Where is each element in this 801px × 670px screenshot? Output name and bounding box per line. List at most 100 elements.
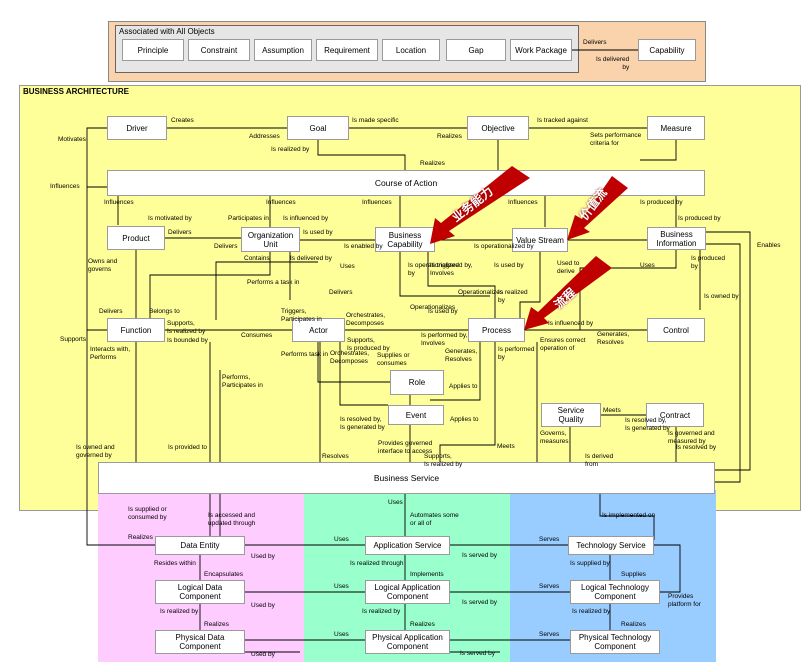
relation-label: Serves (539, 536, 560, 543)
relation-label: Realizes (420, 160, 445, 167)
relation-label: Orchestrates, Decomposes (330, 350, 370, 365)
relation-label: Automates some or all of (410, 512, 459, 527)
relation-label: Addresses (249, 133, 280, 140)
relation-label: Meets (497, 443, 515, 450)
relation-label: Is resolved by, Is generated by (625, 417, 670, 432)
actor-box: Actor (292, 318, 345, 342)
relation-label: Performs a task in (247, 279, 300, 286)
objective-box: Objective (467, 116, 529, 140)
requirement-box: Requirement (316, 39, 378, 61)
business-capability-box: Business Capability (375, 227, 435, 252)
relation-label: Is performed by (498, 346, 535, 361)
bizcap-arrow (430, 166, 530, 244)
application-service-box: Application Service (365, 536, 450, 555)
relation-label: Encapsulates (204, 571, 244, 578)
relation-label: Is owned and governed by (76, 444, 115, 459)
relation-label: Realizes (621, 621, 646, 628)
relation-label: Serves (539, 631, 560, 638)
relation-label: Performs task in (281, 351, 328, 358)
relation-label: Is bounded by (167, 337, 208, 344)
relation-label: Contains (244, 255, 270, 262)
relation-label: Operationalizes (410, 304, 456, 311)
relation-label: Creates (171, 117, 194, 124)
relation-label: Delivers (214, 243, 238, 250)
relation-label: Applies to (449, 383, 478, 390)
relation-label: Is operationalized by (474, 243, 534, 250)
relation-label: Influences (508, 199, 538, 206)
logical-technology-component-box: Logical Technology Component (570, 580, 660, 604)
relation-label: Is served by (462, 552, 498, 559)
relation-label: Uses (340, 263, 355, 270)
relation-label: Uses (388, 499, 403, 506)
relation-label: Uses (334, 631, 349, 638)
relation-label: Delivers (99, 308, 123, 315)
relation-label: Uses (640, 262, 655, 269)
business-service-box: Business Service (98, 462, 715, 494)
relation-label: Is produced by (691, 255, 725, 270)
logical-data-component-box: Logical Data Component (155, 580, 245, 604)
relation-label: Delivers (168, 229, 192, 236)
role-box: Role (390, 370, 444, 395)
relation-label: Generates, Resolves (445, 348, 478, 363)
relation-label: Is triggered by, Involves (430, 262, 473, 277)
relation-label: Orchestrates, Decomposes (346, 312, 386, 327)
relation-label: Performs, Participates in (222, 374, 263, 389)
relation-label: Supports, Is realized by (167, 320, 206, 335)
relation-label: Is used by (428, 308, 458, 315)
relation-label: Is tracked against (537, 117, 588, 124)
relation-label: Is derived from (585, 453, 614, 468)
relation-label: Is served by (462, 599, 498, 606)
relation-label: Governs, measures (540, 430, 569, 445)
location-box: Location (382, 39, 440, 61)
driver-box: Driver (107, 116, 167, 140)
relation-label: Is realized by (271, 146, 310, 153)
relation-label: Is supplied by (570, 560, 610, 567)
relation-label: Is provided to (168, 444, 208, 451)
relation-label: Realizes (437, 133, 462, 140)
relation-label: Is resolved by (676, 444, 717, 451)
data-entity-box: Data Entity (155, 536, 245, 555)
relation-label: Is enabled by (344, 243, 383, 250)
relation-label: Resolves (322, 453, 349, 460)
organization-unit-box: Organization Unit (241, 227, 300, 252)
is-delivered-by-label: Is delivered by (596, 56, 630, 71)
relation-label: Consumes (241, 332, 273, 339)
delivers-label: Delivers (583, 39, 607, 46)
relation-label: Motivates (58, 136, 86, 143)
relation-label: Provides governed interface to access (378, 440, 433, 455)
process-arrow (524, 256, 612, 330)
service-quality-box: Service Quality (541, 403, 601, 427)
relation-label: Is realized through (350, 560, 404, 567)
relation-label: Is accessed and updated through (208, 512, 256, 527)
relation-label: Supports, Is realized by (424, 453, 463, 468)
relation-label: Uses (334, 583, 349, 590)
relation-label: Used by (251, 651, 275, 658)
function-box: Function (107, 318, 165, 342)
relation-label: Used to derive (557, 260, 580, 275)
assumption-box: Assumption (254, 39, 312, 61)
relation-label: Meets (603, 407, 621, 414)
relation-label: Supplies or consumes (377, 352, 410, 367)
relation-label: Resides within (154, 560, 196, 567)
physical-application-component-box: Physical Application Component (365, 630, 450, 654)
valuestream-arrow (567, 176, 628, 240)
process-box: Process (468, 318, 525, 342)
relation-label: Is governed and measured by (668, 430, 715, 445)
principle-box: Principle (122, 39, 184, 61)
relation-label: Is supplied or consumed by (128, 506, 167, 521)
relation-label: Supports, Is produced by (347, 337, 390, 352)
relation-label: Is produced by (640, 199, 683, 206)
logical-application-component-box: Logical Application Component (365, 580, 450, 604)
relation-label: Is realized by (160, 608, 199, 615)
relation-label: Operationalizes (458, 289, 504, 296)
relation-label: Is performed by, Involves (421, 332, 468, 347)
event-box: Event (388, 405, 444, 425)
relation-label: Is implemented on (602, 512, 656, 519)
relation-label: Used by (251, 602, 275, 609)
relation-label: Is influenced by (548, 320, 594, 327)
relation-label: Is used by (494, 262, 524, 269)
relation-label: Triggers, Participates in (281, 308, 322, 323)
relation-label: Delivers (329, 289, 353, 296)
measure-box: Measure (647, 116, 705, 140)
